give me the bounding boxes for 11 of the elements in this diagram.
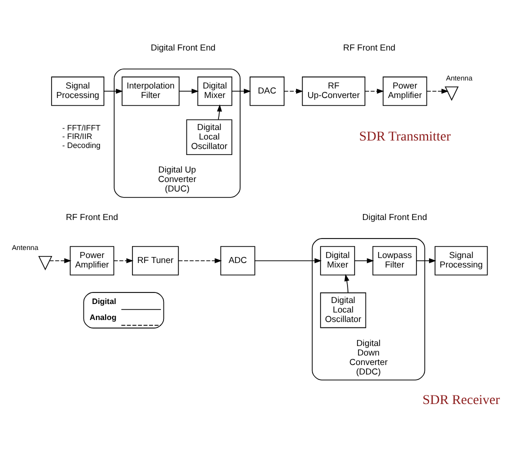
label: SDR Receiver — [422, 392, 500, 407]
legend-label: Digital — [92, 296, 116, 306]
label: Digital Front End — [150, 42, 216, 53]
node-label: - Decoding — [62, 140, 101, 150]
node-label: - FIR/IIR — [62, 132, 92, 142]
label: Digital Front End — [362, 212, 428, 222]
label: RF Front End — [66, 212, 118, 222]
legend-label: Analog — [90, 312, 116, 322]
label: SDR Transmitter — [359, 128, 451, 144]
label: RF Front End — [343, 42, 396, 53]
node-label: - FFT/IFFT — [62, 123, 101, 132]
